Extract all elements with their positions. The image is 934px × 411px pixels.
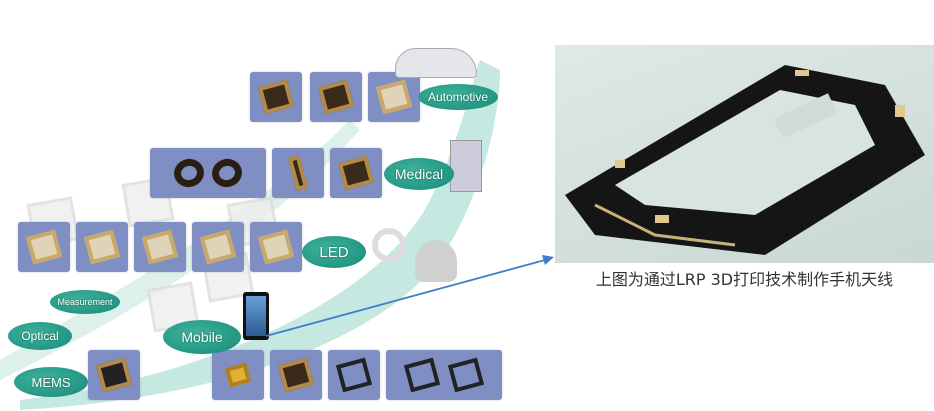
component-tile [330, 148, 382, 198]
medical-device-icon [450, 140, 482, 192]
label-medical: Medical [384, 158, 454, 190]
component-tile [192, 222, 244, 272]
component-tile [18, 222, 70, 272]
component-tile [150, 148, 266, 198]
label-measurement: Measurement [50, 290, 120, 314]
component-tile [368, 72, 420, 122]
label-mems: MEMS [14, 367, 88, 397]
component-tile [310, 72, 362, 122]
label-led: LED [302, 236, 366, 268]
label-automotive: Automotive [418, 84, 498, 110]
component-tile [212, 350, 264, 400]
helmet-icon [415, 240, 457, 282]
component-tile [250, 72, 302, 122]
car-icon [395, 48, 477, 78]
component-tile [272, 148, 324, 198]
component-tile [134, 222, 186, 272]
component-tile [88, 350, 140, 400]
component-tile [250, 222, 302, 272]
component-tile [328, 350, 380, 400]
led-ring-icon [372, 228, 406, 262]
phone-icon [243, 292, 269, 340]
component-tile [270, 350, 322, 400]
phone-antenna-photo [555, 45, 934, 263]
label-optical: Optical [8, 322, 72, 350]
component-tile [76, 222, 128, 272]
component-tile [386, 350, 502, 400]
phone-frame-image [565, 65, 925, 255]
label-mobile: Mobile [163, 320, 241, 354]
photo-caption: 上图为通过LRP 3D打印技术制作手机天线 [595, 270, 894, 289]
